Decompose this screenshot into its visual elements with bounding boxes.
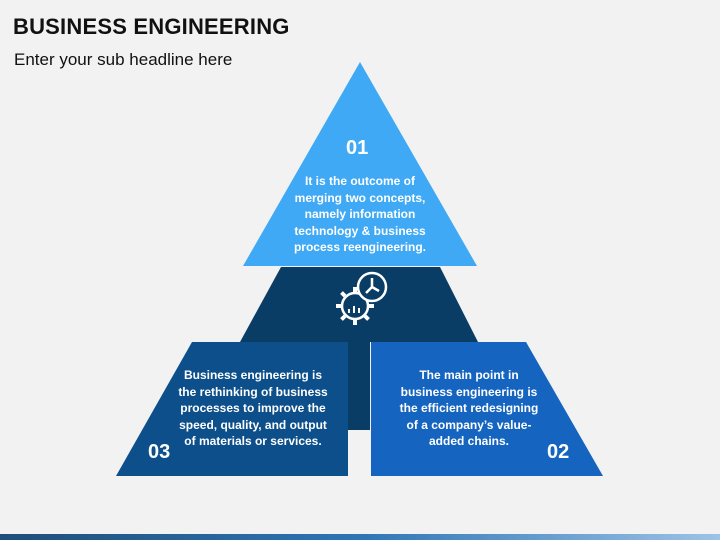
segment-01-number: 01 <box>346 137 369 159</box>
segment-03-text: Business engineering is the rethinking o… <box>178 368 328 448</box>
segment-01-text: It is the outcome of merging two concept… <box>293 174 427 254</box>
segment-01-shape <box>243 62 477 266</box>
gear-clock-chart-icon <box>336 271 388 325</box>
page-subtitle: Enter your sub headline here <box>14 50 233 69</box>
pyramid-center <box>240 267 478 430</box>
segment-02-text: The main point in business engineering i… <box>399 368 539 448</box>
segment-03-shape <box>116 342 348 476</box>
segment-02-shape <box>371 342 603 476</box>
page-title: BUSINESS ENGINEERING <box>13 14 290 39</box>
segment-02-number: 02 <box>547 441 570 463</box>
segment-03-number: 03 <box>148 441 171 463</box>
footer-accent-bar <box>0 534 720 540</box>
